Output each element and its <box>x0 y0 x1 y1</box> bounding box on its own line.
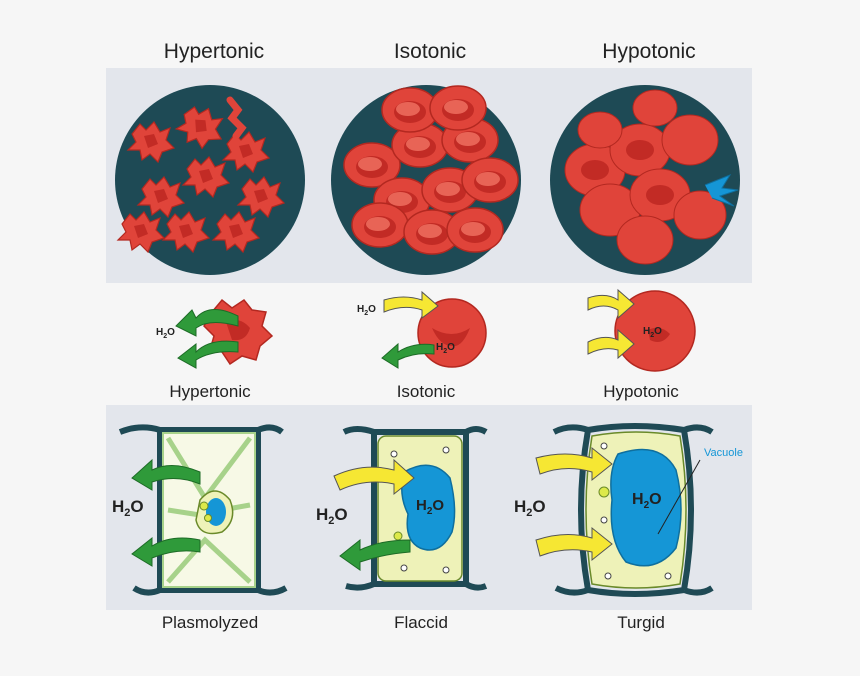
dish-isotonic <box>331 85 521 275</box>
h2o-label-turgid-outside: H2O <box>514 497 546 519</box>
label-flaccid: Flaccid <box>394 613 448 632</box>
h2o-label-plasmolyzed: H2O <box>112 497 144 519</box>
vacuole-label: Vacuole <box>704 447 743 459</box>
dish-hypotonic <box>550 85 740 275</box>
cell-flaccid <box>333 426 488 591</box>
label-plasmolyzed: Plasmolyzed <box>161 613 259 632</box>
dish-hypertonic <box>115 85 305 275</box>
mid-isotonic <box>381 290 487 369</box>
cell-plasmolyzed <box>118 424 288 596</box>
crenated-cells <box>117 96 285 253</box>
cell-turgid <box>535 423 714 597</box>
h2o-label-mid-isotonic-out: H2O <box>436 342 455 355</box>
label-isotonic-top: Isotonic <box>393 40 467 63</box>
mid-hypotonic <box>587 288 696 372</box>
h2o-label-flaccid-vacuole: H2O <box>416 497 444 517</box>
label-hypertonic-top: Hypertonic <box>163 40 265 63</box>
h2o-label-flaccid-outside: H2O <box>316 505 348 527</box>
mid-hypertonic <box>175 298 274 369</box>
h2o-label-mid-isotonic-in: H2O <box>357 304 376 317</box>
label-hypotonic-top: Hypotonic <box>602 40 696 63</box>
h2o-label-mid-hypertonic: H2O <box>156 327 175 340</box>
label-isotonic-mid: Isotonic <box>396 382 456 401</box>
swollen-cells <box>564 89 739 265</box>
h2o-label-mid-hypotonic: H2O <box>643 326 662 339</box>
h2o-label-turgid-vacuole: H2O <box>632 491 662 511</box>
label-hypotonic-mid: Hypotonic <box>603 382 679 401</box>
label-hypertonic-mid: Hypertonic <box>169 382 251 401</box>
label-turgid: Turgid <box>617 613 665 632</box>
